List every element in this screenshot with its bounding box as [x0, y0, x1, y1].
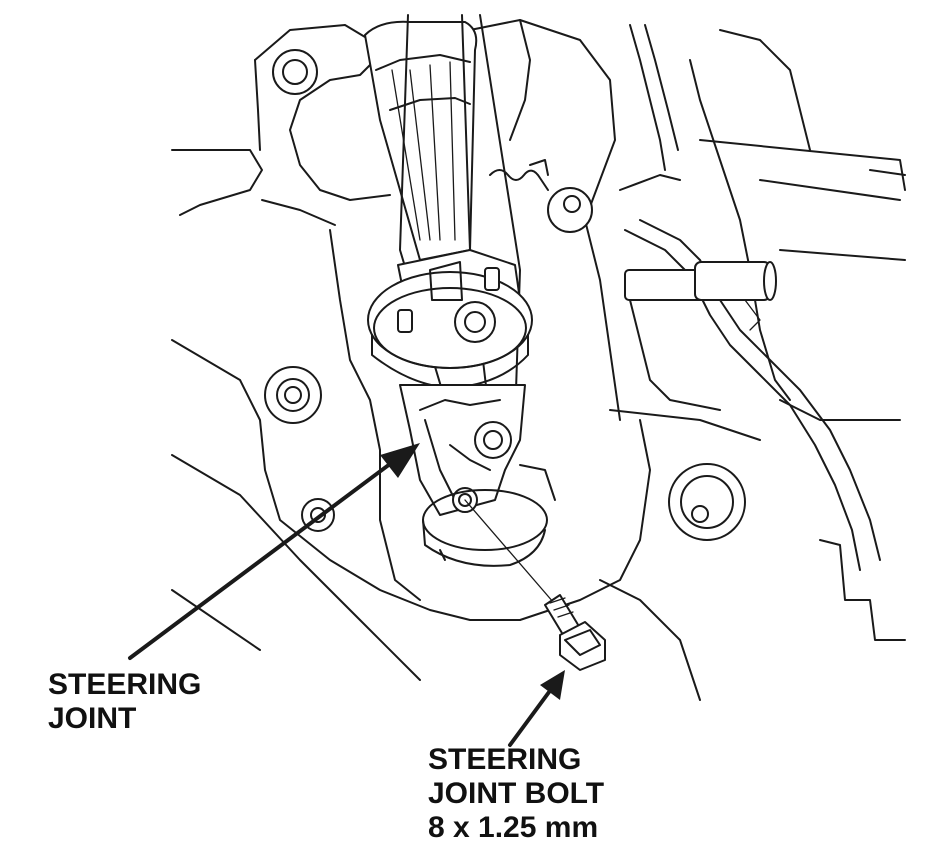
steering-joint-bolt	[464, 499, 606, 671]
bolt-size-spec: 8 x 1.25 mm	[428, 811, 599, 844]
steering-joint-label: STEERING JOINT	[48, 668, 201, 736]
mount-holes	[264, 49, 746, 541]
right-structure	[599, 24, 906, 701]
body-panel-outline	[171, 19, 651, 681]
callout-arrow-joint	[128, 443, 420, 660]
steering-joint-label-line1: STEERING	[48, 668, 202, 701]
steering-joint-bolt-label-line2: JOINT BOLT	[428, 777, 605, 810]
steering-joint-bolt-label: STEERING JOINT BOLT 8 x 1.25 mm	[428, 743, 604, 845]
steering-joint-bolt-label-line1: STEERING	[428, 743, 582, 776]
steering-joint-upper	[367, 249, 533, 389]
wire-tie	[489, 159, 549, 191]
steering-gearbox-flange	[422, 464, 556, 567]
steering-joint-yoke	[399, 384, 526, 516]
steering-joint-label-line2: JOINT	[48, 702, 137, 735]
callout-arrow-bolt	[508, 670, 565, 747]
